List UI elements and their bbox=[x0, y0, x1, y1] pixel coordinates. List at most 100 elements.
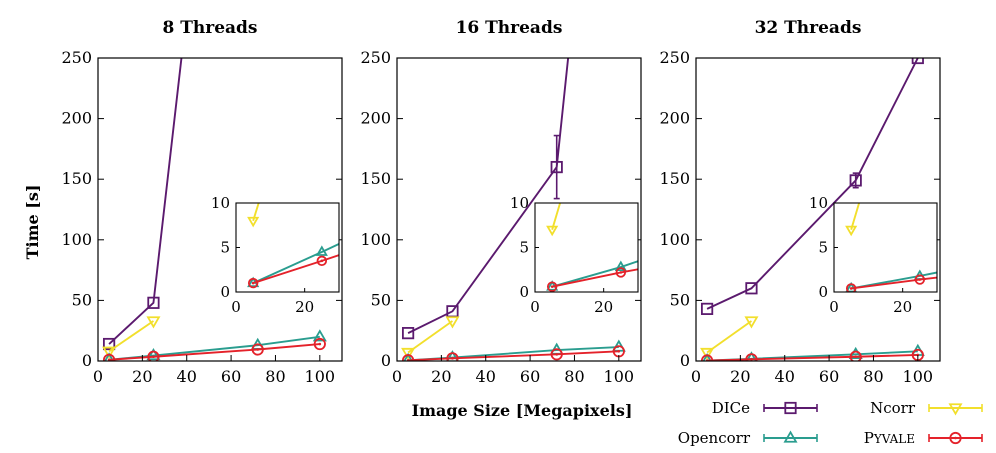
panel-3-xtick-label-20: 20 bbox=[730, 367, 750, 386]
panel-1-ytick-label-150: 150 bbox=[61, 169, 92, 188]
panel-1-pyvale-point-1 bbox=[147, 350, 160, 361]
panel-2-dice-point-0 bbox=[401, 327, 415, 340]
panel-3-pyvale-line bbox=[707, 353, 918, 361]
panel-1-xtick-label-80: 80 bbox=[265, 367, 285, 386]
panel-3-inset-pyvale-point-0-center bbox=[849, 287, 853, 290]
panel-2-ytick-label-150: 150 bbox=[360, 169, 391, 188]
panel-1-pyvale-point-2-center bbox=[256, 348, 260, 351]
panel-3-xtick-label-40: 40 bbox=[775, 367, 795, 386]
panel-2-pyvale-point-2 bbox=[550, 348, 563, 361]
panel-1-opencorr-point-3 bbox=[312, 329, 327, 342]
panel-1-inset-pyvale-point-0-center bbox=[251, 281, 255, 285]
panel-3-inset-pyvale-point-1 bbox=[914, 274, 926, 285]
panel-1-inset-ytick-label-10: 10 bbox=[211, 194, 230, 212]
panel-2-inset-pyvale-series bbox=[546, 242, 784, 292]
panel-2-pyvale-point-3-center bbox=[617, 350, 621, 353]
panel-2-inset-xtick-label-0: 0 bbox=[530, 298, 540, 316]
panel-1-pyvale-point-0-center bbox=[107, 358, 111, 361]
panel-3-title: 32 Threads bbox=[755, 18, 862, 38]
panel-3-pyvale-point-3-center bbox=[916, 353, 920, 357]
panel-1-inset-ytick-label-5: 5 bbox=[220, 239, 230, 257]
panel-2-ytick-label-0: 0 bbox=[381, 351, 391, 370]
panel-1-inset-xtick-label-0: 0 bbox=[231, 298, 241, 316]
panel-3-dice-point-0 bbox=[700, 302, 714, 315]
panel-1-inset-ncorr-point-0 bbox=[247, 216, 260, 228]
panel-3-pyvale-point-2 bbox=[849, 350, 862, 361]
panel-2-dice-line bbox=[407, 58, 570, 334]
panel-2-ncorr-point-0 bbox=[401, 347, 416, 361]
y-axis-label: Time [s] bbox=[23, 185, 42, 260]
panel-1-xtick-label-0: 0 bbox=[93, 367, 103, 386]
panel-3-inset-pyvale-point-0 bbox=[845, 283, 857, 292]
panel-2-opencorr-point-1 bbox=[446, 350, 459, 361]
legend-pyvale-marker-center bbox=[954, 436, 957, 440]
panel-3-inset-ncorr-series bbox=[845, 0, 924, 237]
panel-2-ytick-label-50: 50 bbox=[371, 290, 391, 309]
panel-2-xtick-label-0: 0 bbox=[392, 367, 402, 386]
panel-2-xtick-label-40: 40 bbox=[476, 367, 496, 386]
panel-1-pyvale-point-2 bbox=[251, 343, 264, 356]
panel-3-inset-ncorr-point-1 bbox=[915, 0, 924, 3]
legend-pyvale-marker bbox=[949, 431, 962, 445]
panel-1-inset-opencorr-point-3 bbox=[575, 109, 584, 117]
panel-1-inset-pyvale-point-2-center bbox=[482, 206, 485, 209]
panel-2-pyvale-point-0 bbox=[401, 354, 415, 361]
legend-pyvale: PYVALE bbox=[864, 429, 983, 447]
panel-2-ncorr-line bbox=[407, 320, 454, 354]
panel-3-ytick-label-200: 200 bbox=[659, 109, 690, 128]
panel-2-inset-ncorr-point-0 bbox=[546, 225, 559, 237]
panel-2-inset-ytick-label-0: 0 bbox=[519, 283, 529, 301]
panel-1-ncorr-series bbox=[102, 316, 161, 359]
panel-3-inset-xtick-label-20: 20 bbox=[893, 298, 912, 316]
panel-2-inset-pyvale-point-0-center bbox=[550, 285, 554, 288]
panel-1-inset-pyvale-series bbox=[247, 206, 485, 289]
panel-1-xtick-label-20: 20 bbox=[132, 367, 152, 386]
panel-1-inset-pyvale-point-0 bbox=[247, 277, 259, 289]
panel-2-ncorr-point-1 bbox=[445, 316, 460, 329]
panel-2-dice-point-2 bbox=[550, 160, 563, 174]
panel-1-opencorr-line bbox=[108, 335, 320, 361]
legend-ncorr-marker bbox=[948, 403, 963, 416]
panel-2-pyvale-point-2-center bbox=[555, 353, 559, 356]
panel-2-inset-ncorr-point-1 bbox=[616, 0, 625, 3]
panel-3-dice-line bbox=[706, 58, 919, 310]
panel-1-ytick-label-250: 250 bbox=[61, 48, 92, 67]
panel-2-inset-opencorr-point-2 bbox=[778, 207, 787, 215]
panel-2-inset-ytick-label-10: 10 bbox=[510, 194, 529, 212]
panel-3-inset-opencorr-line bbox=[851, 271, 937, 290]
panel-2-xtick-label-80: 80 bbox=[564, 367, 584, 386]
panel-1-pyvale-series bbox=[102, 337, 326, 361]
panel-2-inset-dice-series bbox=[548, 0, 883, 92]
panel-2-dice-series bbox=[401, 58, 570, 340]
panel-3-ytick-label-250: 250 bbox=[659, 48, 690, 67]
x-axis-label: Image Size [Megapixels] bbox=[412, 401, 633, 420]
legend-ncorr: Ncorr bbox=[870, 399, 983, 417]
panel-3-inset-pyvale-series bbox=[845, 274, 937, 292]
panel-3-pyvale-point-1-center bbox=[750, 358, 753, 361]
panel-2-inset-pyvale-point-2-center bbox=[781, 242, 784, 245]
panel-1-inset-ncorr-line bbox=[252, 203, 260, 222]
panel-3-inset-ncorr-point-0 bbox=[845, 225, 858, 237]
panel-2-xtick-label-60: 60 bbox=[520, 367, 540, 386]
panel-2-inset-dice-point-0 bbox=[548, 83, 557, 92]
panel-2-inset-pyvale-line bbox=[551, 268, 638, 288]
panel-2-ytick-label-250: 250 bbox=[360, 48, 391, 67]
panel-1-dice-line bbox=[108, 58, 183, 345]
panel-3-pyvale-point-1 bbox=[745, 353, 758, 361]
panel-2-inset-pyvale-point-1-center bbox=[619, 271, 623, 274]
panel-1-ncorr-line bbox=[108, 320, 154, 353]
panel-3-ytick-label-0: 0 bbox=[680, 351, 690, 370]
panel-1-dice-point-0 bbox=[102, 337, 116, 351]
panel-2-inset-pyvale-point-0 bbox=[546, 281, 558, 292]
panel-1-pyvale-point-3 bbox=[313, 337, 326, 351]
panel-3-inset-pyvale-point-1-center bbox=[918, 278, 922, 281]
panel-1-frame bbox=[97, 57, 343, 362]
panel-3-pyvale-point-2-center bbox=[854, 355, 858, 359]
panel-2-inset-dice-line bbox=[552, 0, 878, 87]
panel-3-opencorr-point-1 bbox=[745, 351, 758, 361]
